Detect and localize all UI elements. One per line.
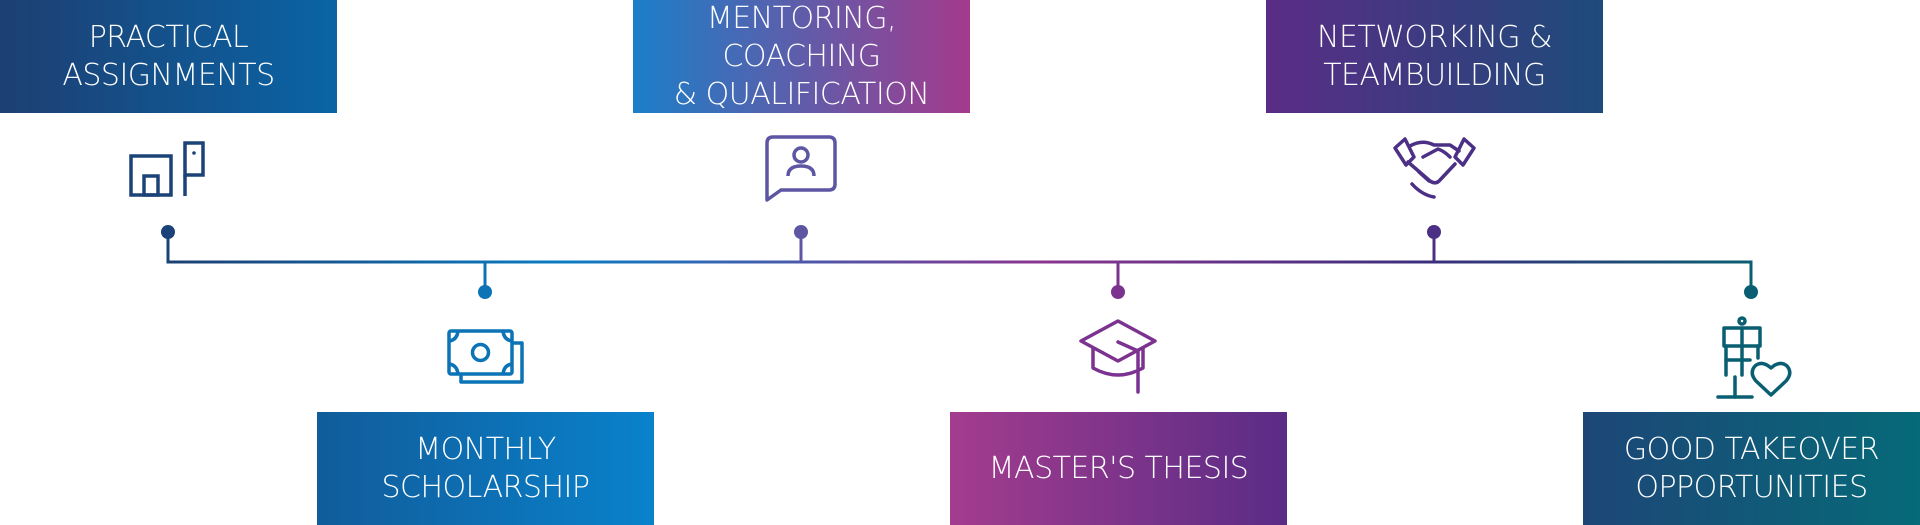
- speech-bubble-person-icon: [764, 134, 839, 204]
- office-building-icon: [128, 140, 208, 200]
- money-bills-icon: [446, 328, 526, 388]
- benefit-label: MONTHLY SCHOLARSHIP: [381, 431, 590, 505]
- timeline-dot: [1744, 285, 1758, 299]
- benefit-label: GOOD TAKEOVER OPPORTUNITIES: [1623, 431, 1880, 505]
- gift-heart-icon: [1712, 315, 1792, 400]
- benefit-box-practical-assignments: PRACTICAL ASSIGNMENTS: [0, 0, 337, 113]
- benefit-box-mentoring-coaching: MENTORING, COACHING & QUALIFICATION: [633, 0, 970, 113]
- benefit-label: NETWORKING & TEAMBUILDING: [1317, 19, 1552, 93]
- timeline-dot: [1111, 285, 1125, 299]
- benefit-box-networking-teambuilding: NETWORKING & TEAMBUILDING: [1266, 0, 1603, 113]
- benefit-box-monthly-scholarship: MONTHLY SCHOLARSHIP: [317, 412, 654, 525]
- benefit-box-takeover-opportunities: GOOD TAKEOVER OPPORTUNITIES: [1583, 412, 1920, 525]
- handshake-icon: [1392, 135, 1477, 200]
- timeline-dot: [478, 285, 492, 299]
- benefit-label: PRACTICAL ASSIGNMENTS: [62, 19, 275, 93]
- benefit-label: MENTORING, COACHING & QUALIFICATION: [673, 0, 930, 112]
- timeline-dot: [1427, 225, 1441, 239]
- benefit-label: MASTER'S THESIS: [988, 450, 1249, 486]
- timeline-line: [166, 232, 1753, 292]
- timeline-dot: [161, 225, 175, 239]
- benefit-box-masters-thesis: MASTER'S THESIS: [950, 412, 1287, 525]
- timeline-dot: [794, 225, 808, 239]
- timeline-ticks: [161, 225, 1758, 299]
- graduation-cap-icon: [1078, 318, 1158, 394]
